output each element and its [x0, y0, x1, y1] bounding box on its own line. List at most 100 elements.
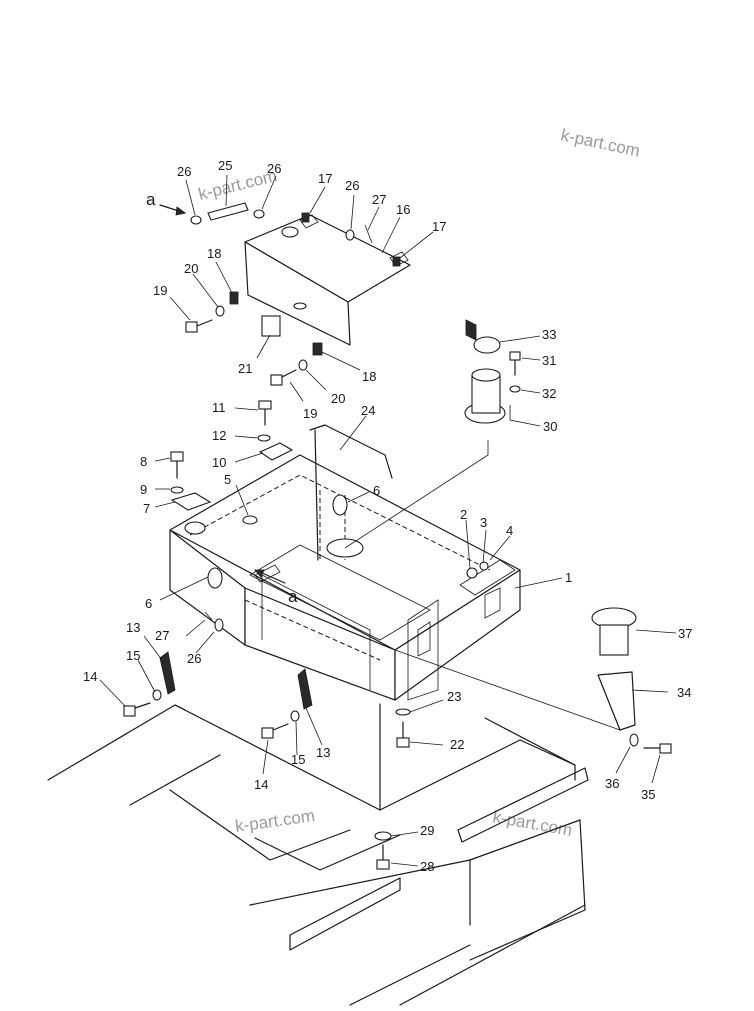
label-4: 4: [506, 523, 513, 538]
label-12: 12: [212, 428, 226, 443]
part-15-washer-b: [290, 710, 300, 722]
label-23: 23: [447, 689, 461, 704]
part-26-washer-a: [190, 215, 202, 225]
label-15a: 15: [126, 648, 140, 663]
label-26b: 26: [267, 161, 281, 176]
part-33-key: [465, 319, 501, 354]
label-37: 37: [678, 626, 692, 641]
part-12-washer: [257, 434, 271, 442]
watermark-bottom-right: k-part.com: [491, 807, 573, 840]
part-21-grommet: [261, 315, 281, 337]
label-15b: 15: [291, 752, 305, 767]
part-20-washer-b: [298, 359, 308, 371]
label-29: 29: [420, 823, 434, 838]
label-2: 2: [460, 507, 467, 522]
part-13-latch-a: [159, 651, 176, 695]
label-17b: 17: [432, 219, 446, 234]
view-label-a-mid: a: [288, 587, 298, 606]
label-14a: 14: [83, 669, 97, 684]
battery-box: [169, 454, 521, 701]
part-23-washer: [395, 708, 411, 716]
leader-34: [394, 649, 621, 731]
part-25-strap: [207, 202, 249, 221]
view-arrow-a-top-head: [175, 206, 186, 216]
label-10: 10: [212, 455, 226, 470]
part-37-cap: [591, 607, 637, 656]
label-33: 33: [542, 327, 556, 342]
part-26-washer-d: [214, 618, 224, 632]
part-13-latch-b: [297, 668, 313, 710]
label-16: 16: [396, 202, 410, 217]
part-5-washer: [242, 515, 258, 525]
leader-lines: [99, 174, 677, 867]
part-14-bolt-b: [261, 723, 289, 739]
part-15-washer-a: [152, 689, 162, 701]
label-17a: 17: [318, 171, 332, 186]
label-26a: 26: [177, 164, 191, 179]
part-10-plate: [258, 442, 294, 461]
part-number-labels: a a 1 2 3 4 5 6 6 7 8 9 10 11 12 13 13 1…: [83, 158, 692, 874]
watermark-bottom-left: k-part.com: [234, 806, 316, 836]
label-25: 25: [218, 158, 232, 173]
label-6a: 6: [373, 483, 380, 498]
label-3: 3: [480, 515, 487, 530]
label-21: 21: [238, 361, 252, 376]
part-19-bolt-b: [270, 369, 297, 386]
part-27-pin-b: [364, 224, 373, 244]
part-11-bolt: [258, 400, 272, 426]
label-30: 30: [543, 419, 557, 434]
label-8: 8: [140, 454, 147, 469]
label-14b: 14: [254, 777, 268, 792]
label-26d: 26: [187, 651, 201, 666]
label-20a: 20: [184, 261, 198, 276]
cable-rod: [309, 424, 393, 479]
label-7: 7: [143, 501, 150, 516]
part-17-clip-b: [392, 256, 401, 267]
part-26-washer-b: [253, 209, 265, 219]
label-11: 11: [212, 400, 226, 415]
label-9: 9: [140, 482, 147, 497]
part-19-bolt-a: [185, 319, 213, 333]
cable-vertical: [314, 429, 319, 561]
machine-floor: [47, 703, 589, 1006]
label-13b: 13: [316, 745, 330, 760]
label-19b: 19: [303, 406, 317, 421]
view-label-a-top: a: [146, 190, 156, 209]
view-arrow-a-mid-head: [254, 569, 265, 578]
part-31-bolt: [509, 351, 521, 376]
label-35: 35: [641, 787, 655, 802]
label-13a: 13: [126, 620, 140, 635]
part-17-clip-a: [301, 212, 310, 223]
label-22: 22: [450, 737, 464, 752]
part-36-washer: [629, 733, 639, 747]
label-1: 1: [565, 570, 572, 585]
label-31: 31: [542, 353, 556, 368]
label-18b: 18: [362, 369, 376, 384]
part-34-bracket: [597, 671, 636, 731]
part-14-bolt-a: [123, 702, 151, 717]
part-35-bolt: [643, 743, 672, 754]
part-18-clip-b: [312, 342, 323, 356]
part-18-clip-a: [229, 291, 239, 305]
part-9-washer: [170, 486, 184, 494]
label-28: 28: [420, 859, 434, 874]
battery-cover: [244, 214, 411, 346]
part-20-washer-a: [215, 305, 225, 317]
label-34: 34: [677, 685, 691, 700]
label-32: 32: [542, 386, 556, 401]
label-36: 36: [605, 776, 619, 791]
part-7-plate: [170, 492, 212, 511]
label-20b: 20: [331, 391, 345, 406]
label-24: 24: [361, 403, 375, 418]
part-30-switch: [464, 368, 506, 424]
label-6b: 6: [145, 596, 152, 611]
label-27a: 27: [372, 192, 386, 207]
label-27b: 27: [155, 628, 169, 643]
part-32-washer: [509, 385, 521, 393]
part-26-washer-c: [345, 229, 355, 241]
label-18a: 18: [207, 246, 221, 261]
label-19a: 19: [153, 283, 167, 298]
part-28-bolt: [376, 844, 390, 870]
part-8-bolt: [170, 451, 184, 479]
